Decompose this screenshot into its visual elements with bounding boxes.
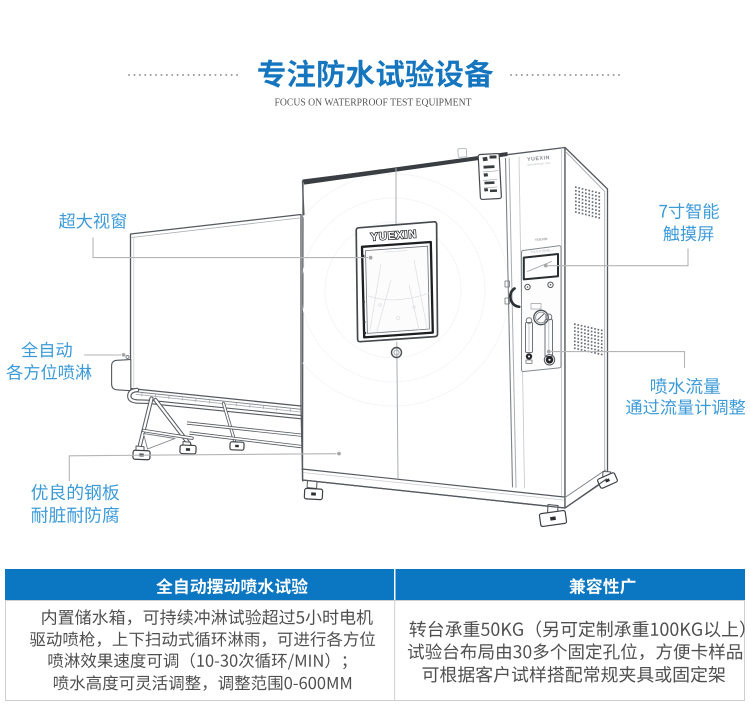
svg-text:FOCUS ON WATERPROOF TEST EQUIP: FOCUS ON WATERPROOF TEST EQUIPMENT xyxy=(275,97,472,108)
svg-text:YUEXIN: YUEXIN xyxy=(370,228,418,243)
svg-text:TOUCH PANEL 7: TOUCH PANEL 7 xyxy=(530,248,554,254)
svg-text:YUEXIN: YUEXIN xyxy=(535,237,548,242)
svg-text:WATERPROOF TEST: WATERPROOF TEST xyxy=(527,162,551,167)
svg-text:YUEXIN: YUEXIN xyxy=(527,155,550,163)
